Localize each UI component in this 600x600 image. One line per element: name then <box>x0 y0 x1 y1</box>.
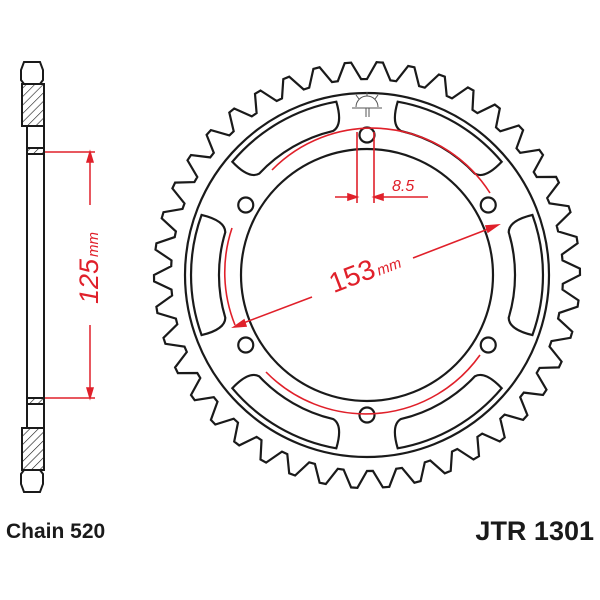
height-dimension <box>45 149 95 401</box>
sprocket-teeth-outline <box>152 61 582 489</box>
lightening-window <box>189 213 227 337</box>
bolt-hole <box>237 196 255 214</box>
chain-label: Chain 520 <box>6 520 105 543</box>
side-dimension-unit: mm <box>85 232 102 257</box>
arrow-head-icon <box>85 149 95 163</box>
bolt-hole-value: 8.5 <box>392 178 414 195</box>
side-view-profile <box>20 61 45 493</box>
svg-text:125mm: 125mm <box>74 232 104 304</box>
side-dimension-value: 125 <box>74 258 104 304</box>
bolt-hole <box>237 336 255 354</box>
sprocket-front-view <box>152 61 582 489</box>
arrow-head-icon <box>85 387 95 401</box>
bolt-hole <box>479 196 497 214</box>
center-bore <box>239 147 495 403</box>
part-number: JTR 1301 <box>475 516 594 546</box>
lightening-window <box>230 100 341 177</box>
lightening-window <box>507 213 545 337</box>
lightening-window <box>393 373 504 450</box>
lightening-window <box>230 373 341 450</box>
bolt-hole <box>358 126 376 144</box>
bolt-hole <box>479 336 497 354</box>
bolt-hole <box>358 406 376 424</box>
top-marker-icon <box>352 92 382 117</box>
bolt-circle-dimension <box>223 127 501 415</box>
